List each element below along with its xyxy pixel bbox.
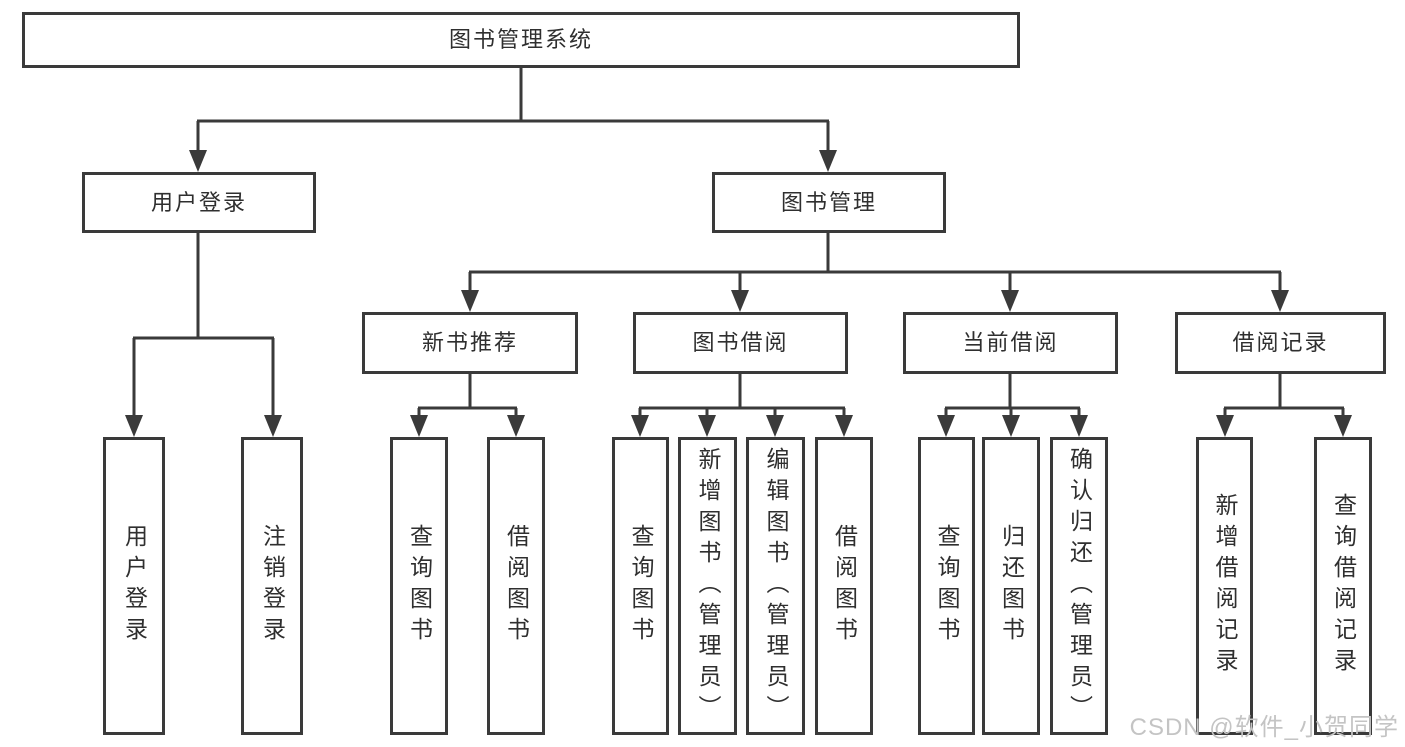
node-current-borrow: 当前借阅 <box>903 312 1118 374</box>
node-nbr-query-books: 查询图书 <box>390 437 448 735</box>
node-br-query-record: 查询借阅记录 <box>1314 437 1372 735</box>
node-new-book-recommend: 新书推荐 <box>362 312 578 374</box>
node-bb-borrow-books: 借阅图书 <box>815 437 873 735</box>
node-bb-edit-books-admin: 编辑图书（管理员） <box>746 437 805 735</box>
node-user-login: 用户登录 <box>82 172 316 233</box>
node-bb-query-books: 查询图书 <box>612 437 669 735</box>
node-book-borrow: 图书借阅 <box>633 312 848 374</box>
node-root: 图书管理系统 <box>22 12 1020 68</box>
node-cb-query-books: 查询图书 <box>918 437 975 735</box>
watermark: CSDN @软件_小贺同学 <box>1129 714 1399 741</box>
node-nbr-borrow-books: 借阅图书 <box>487 437 545 735</box>
node-ul-user-login: 用户登录 <box>103 437 165 735</box>
node-ul-logout: 注销登录 <box>241 437 303 735</box>
node-borrow-records: 借阅记录 <box>1175 312 1386 374</box>
node-cb-return-books: 归还图书 <box>982 437 1040 735</box>
node-book-management: 图书管理 <box>712 172 946 233</box>
node-bb-add-books-admin: 新增图书（管理员） <box>678 437 737 735</box>
node-br-add-record: 新增借阅记录 <box>1196 437 1253 735</box>
node-cb-confirm-return-admin: 确认归还（管理员） <box>1050 437 1108 735</box>
